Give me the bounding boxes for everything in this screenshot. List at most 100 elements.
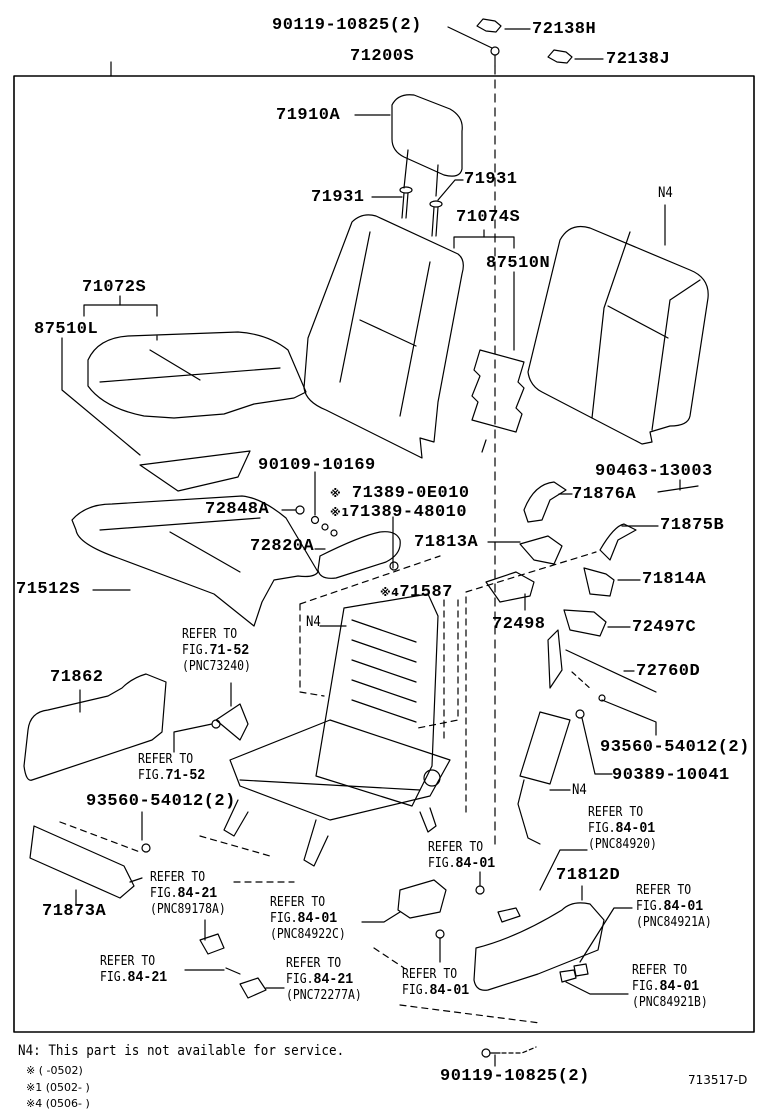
note-label-n4-airbag: N4	[572, 782, 587, 798]
seat-heater-icon	[139, 450, 251, 492]
part-label-87510n[interactable]: 87510N	[486, 254, 551, 273]
part-label-71862[interactable]: 71862	[50, 668, 104, 687]
seat-cushion-pad-icon	[71, 495, 319, 627]
part-label-71389-48010[interactable]: ※171389-48010	[330, 503, 467, 522]
reference-fig-84-01-pnc84922c[interactable]: REFER TO FIG.84-01 (PNC84922C)	[270, 895, 346, 943]
reference-fig: FIG.84-21	[286, 971, 354, 988]
reference-line: REFER TO	[100, 954, 156, 969]
part-label-71873a[interactable]: 71873A	[42, 902, 107, 921]
reference-pnc: (PNC84920)	[588, 837, 657, 852]
part-label-71813a[interactable]: 71813A	[414, 533, 479, 552]
screw-icon-3	[435, 929, 445, 939]
reference-line: REFER TO	[150, 870, 206, 885]
part-label-71875b[interactable]: 71875B	[660, 516, 725, 535]
part-label-93560-right[interactable]: 93560-54012(2)	[600, 738, 750, 757]
part-label-71389-0e010[interactable]: ※ 71389-0E010	[330, 484, 470, 503]
bracket-71876a-icon	[523, 481, 567, 523]
part-label-90389-10041[interactable]: 90389-10041	[612, 766, 730, 785]
reference-fig-84-21-pnc72277a[interactable]: REFER TO FIG.84-21 (PNC72277A)	[286, 956, 362, 1004]
reference-line: REFER TO	[632, 963, 688, 978]
part-label-90109-10169[interactable]: 90109-10169	[258, 456, 376, 475]
connector-72277a-icon	[239, 977, 267, 999]
part-label-71931-right[interactable]: 71931	[464, 170, 518, 189]
rod-90463-icon	[657, 485, 699, 493]
bolt-icon-bottom	[481, 1048, 501, 1058]
part-label-72848a[interactable]: 72848A	[205, 500, 270, 519]
part-label-71910a[interactable]: 71910A	[276, 106, 341, 125]
part-label-71074s[interactable]: 71074S	[456, 208, 521, 227]
part-label-71876a[interactable]: 71876A	[572, 485, 637, 504]
part-label-72498[interactable]: 72498	[492, 615, 546, 634]
part-label-71814a[interactable]: 71814A	[642, 570, 707, 589]
applicability-mark: ※	[330, 487, 342, 500]
reference-fig: FIG.84-01	[428, 855, 496, 872]
part-label-90119-bottom[interactable]: 90119-10825(2)	[440, 1067, 590, 1086]
part-label-71587[interactable]: ※471587	[380, 583, 453, 602]
part-label-72760d[interactable]: 72760D	[636, 662, 701, 681]
part-label-71512s[interactable]: 71512S	[16, 580, 81, 599]
reference-line: REFER TO	[270, 895, 326, 910]
part-label-72497c[interactable]: 72497C	[632, 618, 697, 637]
note-label-n4-frame: N4	[306, 614, 321, 630]
reference-line: REFER TO	[138, 752, 194, 767]
part-label-72138h[interactable]: 72138H	[532, 20, 597, 39]
side-cover-72820a-icon	[317, 531, 401, 579]
applicability-mark: ※4	[380, 586, 400, 599]
part-label-72138j[interactable]: 72138J	[606, 50, 671, 69]
nut-72848a-icon	[295, 505, 305, 515]
reference-pnc: (PNC73240)	[182, 659, 251, 674]
headrest-guide-left-icon	[399, 186, 413, 219]
side-airbag-icon	[519, 711, 571, 785]
part-label-72820a[interactable]: 72820A	[250, 537, 315, 556]
bracket-72497c-icon	[563, 609, 607, 637]
seat-frame-icon	[223, 593, 451, 867]
bracket-71814a-icon	[583, 567, 615, 597]
reference-fig: FIG.84-21	[150, 885, 218, 902]
seatback-back-panel-icon	[527, 225, 709, 445]
reference-fig: FIG.84-01	[588, 820, 656, 837]
reference-line: REFER TO	[402, 967, 458, 982]
part-label-71812d[interactable]: 71812D	[556, 866, 621, 885]
part-number: 71389-48010	[349, 503, 468, 522]
reference-fig-84-01-pnc84920[interactable]: REFER TO FIG.84-01 (PNC84920)	[588, 805, 657, 853]
part-label-71200s[interactable]: 71200S	[350, 47, 415, 66]
note-label-n4-back-panel: N4	[658, 185, 673, 201]
seat-cushion-cover-icon	[87, 331, 307, 419]
reference-line: REFER TO	[286, 956, 342, 971]
reference-fig: FIG.84-01	[270, 910, 338, 927]
headrest-icon	[391, 94, 463, 197]
reference-line: REFER TO	[636, 883, 692, 898]
bracket-72498-icon	[485, 571, 535, 603]
part-label-90463-13003[interactable]: 90463-13003	[595, 462, 713, 481]
part-number: 71587	[399, 583, 453, 602]
side-cover-71862-icon	[23, 673, 167, 781]
motor-72760d-icon	[547, 629, 563, 689]
reference-fig-84-21[interactable]: REFER TO FIG.84-21	[100, 954, 167, 986]
reference-line: REFER TO	[428, 840, 484, 855]
cover-71873a-icon	[29, 825, 135, 899]
reference-fig: FIG.84-01	[402, 982, 470, 999]
figure-id: 713517-D	[688, 1073, 748, 1087]
reference-fig-84-21-pnc89178a[interactable]: REFER TO FIG.84-21 (PNC89178A)	[150, 870, 226, 918]
part-label-71072s[interactable]: 71072S	[82, 278, 147, 297]
reference-fig-71-52[interactable]: REFER TO FIG.71-52	[138, 752, 205, 784]
clip-72138j-icon	[547, 49, 573, 64]
reference-fig-84-01-pnc84921a[interactable]: REFER TO FIG.84-01 (PNC84921A)	[636, 883, 712, 931]
reference-fig-71-52-pnc73240[interactable]: REFER TO FIG.71-52 (PNC73240)	[182, 627, 251, 675]
assembly-frame	[13, 75, 755, 1033]
reference-fig-84-01-pnc84921b[interactable]: REFER TO FIG.84-01 (PNC84921B)	[632, 963, 708, 1011]
reference-fig-84-01-b[interactable]: REFER TO FIG.84-01	[402, 967, 469, 999]
reference-line: REFER TO	[588, 805, 644, 820]
part-label-90119-top[interactable]: 90119-10825(2)	[272, 16, 422, 35]
footnote-mark4: ※4 (0506- )	[26, 1097, 90, 1110]
reference-fig: FIG.84-21	[100, 969, 168, 986]
part-label-93560-left[interactable]: 93560-54012(2)	[86, 792, 236, 811]
applicability-mark: ※1	[330, 506, 350, 519]
part-label-71931-left[interactable]: 71931	[311, 188, 365, 207]
seatback-cover-icon	[303, 214, 464, 459]
part-label-87510l[interactable]: 87510L	[34, 320, 99, 339]
screw-icon-2	[225, 967, 241, 975]
reference-fig-84-01-a[interactable]: REFER TO FIG.84-01	[428, 840, 495, 872]
bolt-icon-top	[490, 46, 500, 67]
